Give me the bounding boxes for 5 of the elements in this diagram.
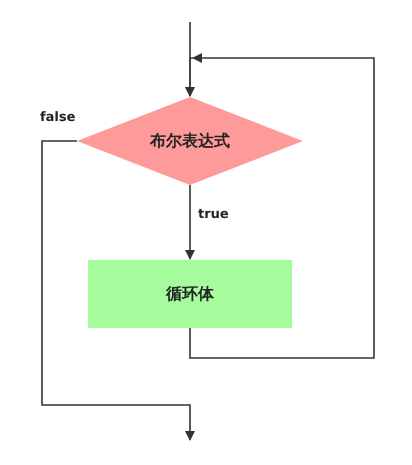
process-box: 循环体 [88,260,292,328]
arrow [41,140,195,441]
arrow [185,185,195,260]
arrow [185,53,375,359]
decision-diamond: 布尔表达式 [77,97,303,185]
